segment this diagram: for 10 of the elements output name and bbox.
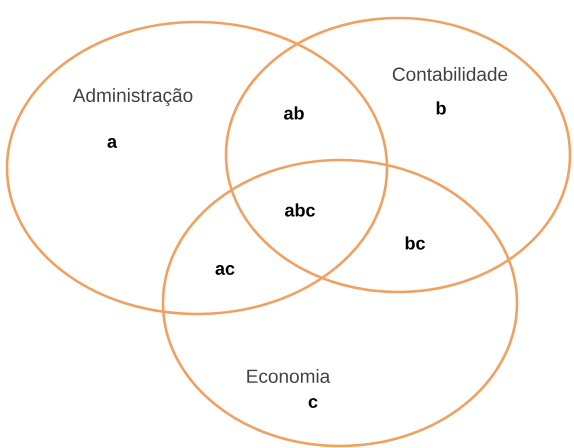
region-label: ab xyxy=(284,106,304,120)
region-label: a xyxy=(108,138,118,148)
region-label: b xyxy=(436,101,446,115)
set-label: Economia xyxy=(247,369,330,383)
region-label: abc xyxy=(285,203,315,217)
set-label: Contabilidade xyxy=(392,67,508,81)
region-label: bc xyxy=(406,236,425,250)
set-label: Administração xyxy=(72,88,192,106)
region-label: ac xyxy=(216,265,234,275)
region-label: c xyxy=(308,398,318,408)
